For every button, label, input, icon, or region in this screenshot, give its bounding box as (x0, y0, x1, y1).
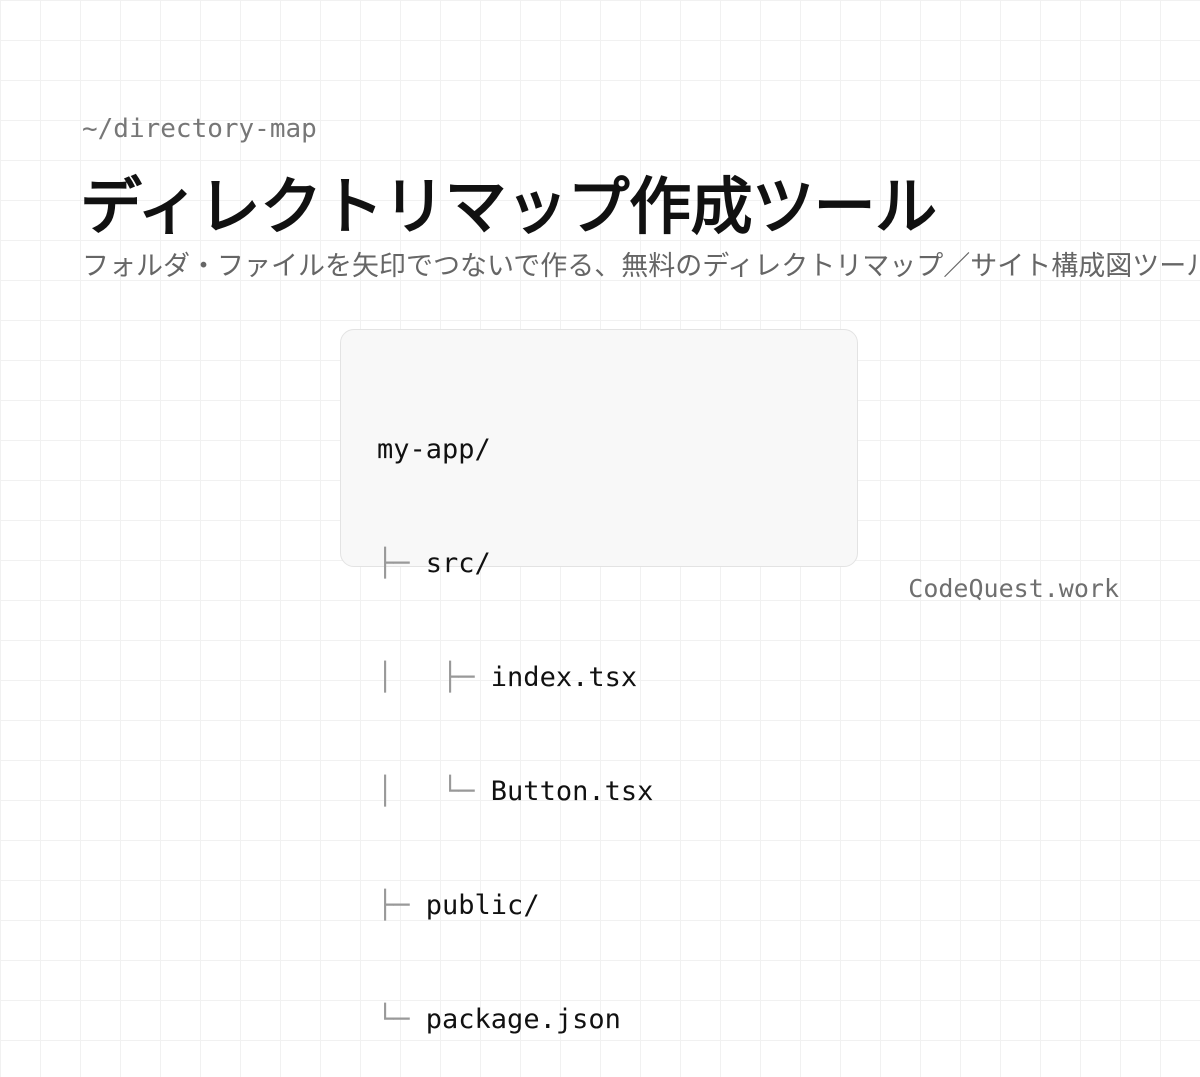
directory-tree: my-app/ ├─ src/ │ ├─ index.tsx │ └─ Butt… (377, 355, 653, 1077)
tree-folder-name: src/ (425, 548, 491, 579)
tree-connector: └─ (377, 1004, 426, 1035)
tree-row-public: ├─ public/ (377, 887, 653, 925)
tree-row-package-file: └─ package.json (377, 1001, 653, 1039)
tree-file-name: index.tsx (490, 662, 638, 693)
tree-connector: │ ├─ (377, 662, 491, 693)
path-label: ~/directory-map (82, 114, 317, 144)
page-title: ディレクトリマップ作成ツール (80, 170, 937, 243)
tree-file-name: package.json (425, 1004, 621, 1035)
tree-row-index-file: │ ├─ index.tsx (377, 659, 653, 697)
tree-row-root: my-app/ (377, 431, 653, 469)
directory-tree-card (340, 329, 858, 567)
tree-folder-name: public/ (425, 890, 540, 921)
tree-file-name: Button.tsx (490, 776, 654, 807)
tree-row-button-file: │ └─ Button.tsx (377, 773, 653, 811)
tree-row-src: ├─ src/ (377, 545, 653, 583)
brand-footer: CodeQuest.work (908, 574, 1119, 603)
tree-folder-name: my-app/ (377, 434, 491, 465)
tree-connector: │ └─ (377, 776, 491, 807)
tree-connector: ├─ (377, 548, 426, 579)
page-subtitle: フォルダ・ファイルを矢印でつないで作る、無料のディレクトリマップ／サイト構成図ツ… (82, 251, 1200, 282)
tree-connector: ├─ (377, 890, 426, 921)
